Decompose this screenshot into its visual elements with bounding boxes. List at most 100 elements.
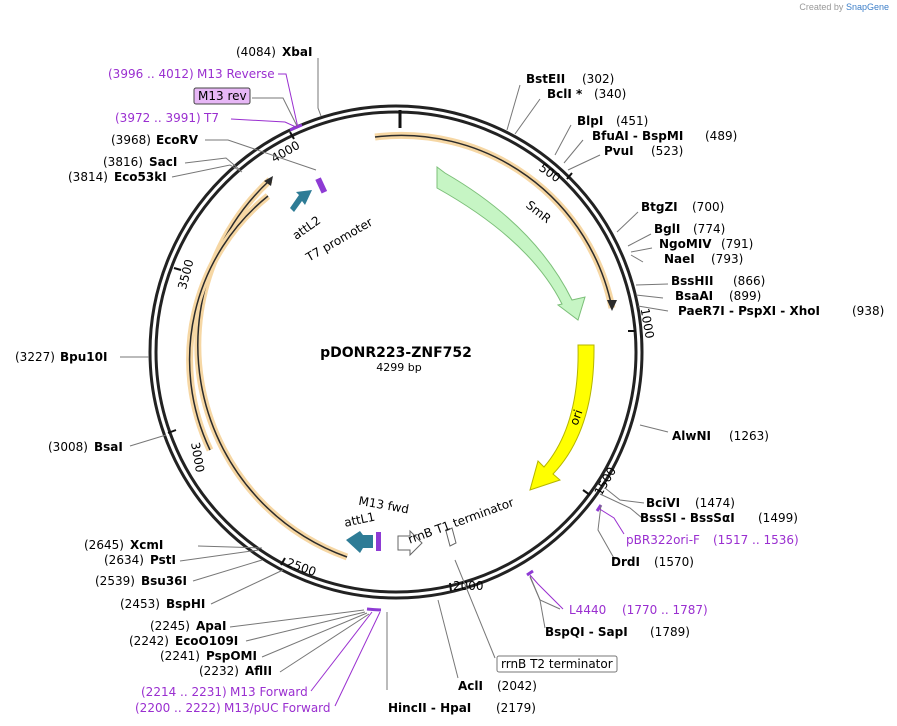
site-bsu36i: Bsu36I [141, 574, 187, 588]
primer-pbr322ori-f-pos: (1517 .. 1536) [713, 533, 799, 547]
rrnb-t1-label: rrnB T1 terminator [406, 495, 516, 546]
site-bsteii: BstEII [526, 72, 565, 86]
primer-leader-lines [230, 73, 625, 707]
site-bsphi-pos: (2453) [120, 597, 160, 611]
snapgene-credit: Created by SnapGene [799, 2, 889, 12]
site-ecoo109i-pos: (2242) [129, 634, 169, 648]
orf-arc-outer [194, 177, 349, 561]
snapgene-brand: SnapGene [845, 2, 889, 12]
site-bsai: BsaI [94, 440, 123, 454]
site-apai-pos: (2245) [150, 619, 190, 633]
primer-t7-pos: (3972 .. 3991) [115, 111, 201, 125]
rrnb-t2-marker [445, 527, 457, 547]
ruler-label-1500: 1500 [592, 465, 619, 498]
site-ecoo109i: EcoO109I [175, 634, 238, 648]
primer-m13-puc-forward: M13/pUC Forward [224, 701, 331, 715]
site-psti-pos: (2634) [104, 553, 144, 567]
site-blpi: BlpI [577, 114, 603, 128]
tick-3500 [173, 267, 182, 271]
site-bsteii-pos: (302) [582, 72, 614, 86]
site-bsssi-pos: (1499) [758, 511, 798, 525]
tick-2500 [280, 557, 286, 566]
orf-arc-top-head [607, 300, 617, 311]
m13-fwd-marker [376, 532, 381, 551]
site-drdi-pos: (1570) [654, 555, 694, 569]
primer-m13-reverse-pos: (3996 .. 4012) [108, 67, 194, 81]
site-pspomi: PspOMI [206, 649, 257, 663]
ori-label: ori [567, 408, 585, 427]
site-bcivi: BciVI [646, 496, 680, 510]
site-aflii-pos: (2232) [199, 664, 239, 678]
site-bsssi: BssSI - BssSαI [640, 511, 735, 525]
site-drdi: DrdI [611, 555, 640, 569]
site-bpu10i-pos: (3227) [15, 350, 55, 364]
orf-arc-inner-line [188, 195, 269, 451]
site-paer7i-pspxi-xhoi: PaeR7I - PspXI - XhoI [678, 304, 820, 318]
rrnb-t1-arrow [397, 529, 423, 557]
backbone-outer-ring [148, 104, 644, 600]
site-btgzi: BtgZI [641, 200, 678, 214]
site-acli: AclI [458, 679, 483, 693]
site-xcmi: XcmI [130, 538, 163, 552]
site-bsshii: BssHII [671, 274, 713, 288]
site-xbai-pos: (4084) [236, 45, 276, 59]
site-ngomiv-pos: (791) [721, 237, 753, 251]
site-ngomiv: NgoMIV [659, 237, 712, 251]
site-alwni-pos: (1263) [729, 429, 769, 443]
ruler-label-3000: 3000 [188, 441, 207, 474]
site-saci-pos: (3816) [103, 155, 143, 169]
site-bsu36i-pos: (2539) [95, 574, 135, 588]
orf-arc-outer-line [197, 179, 348, 558]
site-psti: PstI [150, 553, 176, 567]
site-btgzi-pos: (700) [692, 200, 724, 214]
site-bcli-pos: (340) [594, 87, 626, 101]
site-eco53ki-pos: (3814) [68, 170, 108, 184]
tick-500 [566, 172, 573, 180]
orf-arc-top-line [374, 134, 613, 309]
site-pspomi-pos: (2241) [160, 649, 200, 663]
ruler-label-2000: 2000 [453, 579, 484, 593]
site-aflii: AflII [245, 664, 272, 678]
attl2-label: attL2 [290, 213, 324, 242]
m13-rev-box [193, 87, 251, 105]
site-naei: NaeI [664, 252, 695, 266]
primer-l4440-pos: (1770 .. 1787) [622, 603, 708, 617]
site-blpi-pos: (451) [616, 114, 648, 128]
site-bspqi-sapi: BspQI - SapI [545, 625, 628, 639]
site-xcmi-pos: (2645) [84, 538, 124, 552]
site-bfuai-bspmi: BfuAI - BspMI [592, 129, 683, 143]
site-acli-pos: (2042) [497, 679, 537, 693]
ruler-label-3500: 3500 [175, 258, 196, 291]
plasmid-size: 4299 bp [376, 361, 421, 374]
attl1-label: attL1 [343, 510, 376, 530]
ruler-label-500: 500 [536, 161, 563, 186]
primer-m13-puc-forward-pos: (2200 .. 2222) [135, 701, 221, 715]
ruler-label-1000: 1000 [638, 307, 657, 340]
l4440-marker [526, 569, 534, 577]
site-paer7i-pspxi-xhoi-pos: (938) [852, 304, 884, 318]
smr-arrow [436, 166, 586, 321]
primer-m13-reverse: M13 Reverse [197, 67, 275, 81]
rrnb-t2-label: rrnB T2 terminator [501, 657, 613, 671]
site-bgli-pos: (774) [693, 222, 725, 236]
smr-label: SmR [523, 198, 553, 226]
primer-l4440: L4440 [569, 603, 606, 617]
site-bcli: BclI * [547, 87, 583, 101]
site-bpu10i: Bpu10I [60, 350, 107, 364]
ruler-label-2500: 2500 [285, 555, 318, 579]
m13-rev-label: M13 rev [198, 89, 247, 103]
site-ecorv: EcoRV [156, 133, 199, 147]
attl1-arrow [346, 531, 373, 553]
site-ecorv-pos: (3968) [111, 133, 151, 147]
primer-m13-forward: M13 Forward [230, 685, 308, 699]
site-naei-pos: (793) [711, 252, 743, 266]
t7-promoter-marker [315, 177, 328, 194]
site-bsshii-pos: (866) [733, 274, 765, 288]
backbone-inner-ring [154, 110, 638, 594]
tick-1500 [582, 489, 591, 496]
site-alwni: AlwNI [672, 429, 711, 443]
site-hincii-hpai-pos: (2179) [496, 701, 536, 715]
site-hincii-hpai: HincII - HpaI [388, 701, 471, 715]
leader-lines [120, 58, 669, 690]
